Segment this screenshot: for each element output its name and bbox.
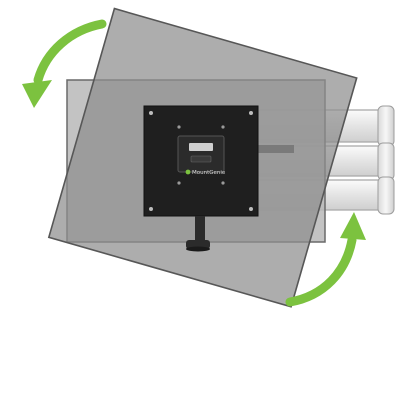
rear-bracket	[258, 145, 294, 153]
support-bar-cap-bottom	[377, 176, 395, 215]
screw-hole-icon	[221, 125, 225, 129]
brand-label: MountGenie	[192, 170, 226, 176]
screw-hole-icon	[149, 111, 153, 115]
screw-hole-icon	[177, 125, 181, 129]
rotate-counterclockwise-arrow-icon	[22, 19, 107, 108]
pole	[186, 216, 210, 252]
screw-hole-icon	[177, 181, 181, 185]
center-bracket	[177, 135, 225, 173]
support-bar-cap-middle	[377, 142, 395, 181]
bracket-window	[189, 143, 213, 151]
brand-logo-icon	[185, 169, 191, 175]
vesa-mount-plate: MountGenie	[143, 105, 259, 217]
bracket-window-lower	[190, 155, 212, 163]
screw-hole-icon	[249, 111, 253, 115]
support-bar-cap-top	[377, 105, 395, 147]
screw-hole-icon	[221, 181, 225, 185]
rotate-clockwise-arrow-icon	[285, 212, 366, 307]
screw-hole-icon	[249, 207, 253, 211]
screw-hole-icon	[149, 207, 153, 211]
